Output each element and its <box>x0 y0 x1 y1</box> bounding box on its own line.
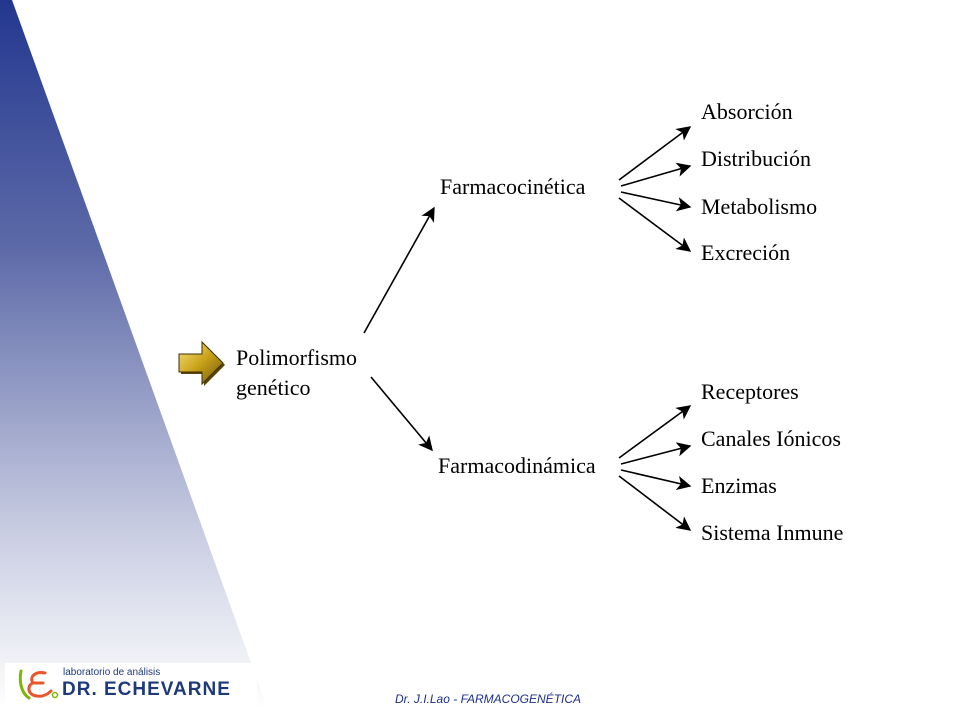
leaf-canales-ionicos: Canales Iónicos <box>701 426 841 451</box>
root-line1: Polimorfismo <box>236 345 358 370</box>
root-line2: genético <box>236 375 311 400</box>
leaf-excrecion: Excreción <box>701 240 791 265</box>
arrow-root-farmacocinetica <box>363 206 435 334</box>
arrow-sistema-inmune <box>618 475 692 531</box>
branch-farmacodinamica: Farmacodinámica <box>438 453 596 478</box>
echevarne-logo-icon <box>18 669 59 700</box>
leaf-distribucion: Distribución <box>701 146 811 171</box>
arrow-root-farmacodinamica <box>370 376 433 452</box>
leaf-sistema-inmune: Sistema Inmune <box>701 520 844 545</box>
footer-text: Dr. J.I.Lao - FARMACOGENÉTICA <box>395 692 582 706</box>
arrow-enzimas <box>620 469 692 491</box>
leaf-absorcion: Absorción <box>701 99 793 124</box>
echevarne-logo: laboratorio de análisis DR. ECHEVARNE <box>5 663 257 709</box>
leaf-metabolismo: Metabolismo <box>701 194 818 219</box>
arrow-distribucion <box>620 162 692 187</box>
logo-subtitle: laboratorio de análisis <box>63 667 161 678</box>
leaf-receptores: Receptores <box>701 379 799 404</box>
leaf-enzimas: Enzimas <box>701 473 777 498</box>
gold-arrow-icon <box>178 340 225 386</box>
arrow-metabolismo <box>620 191 692 212</box>
branch-farmacocinetica: Farmacocinética <box>440 174 586 199</box>
arrow-excrecion <box>618 197 692 252</box>
arrow-absorcion <box>618 126 692 181</box>
logo-name: DR. ECHEVARNE <box>62 679 231 700</box>
arrow-receptores <box>618 405 692 459</box>
root-node-label: Polimorfismo genético <box>236 343 357 403</box>
arrow-canales <box>620 442 692 465</box>
